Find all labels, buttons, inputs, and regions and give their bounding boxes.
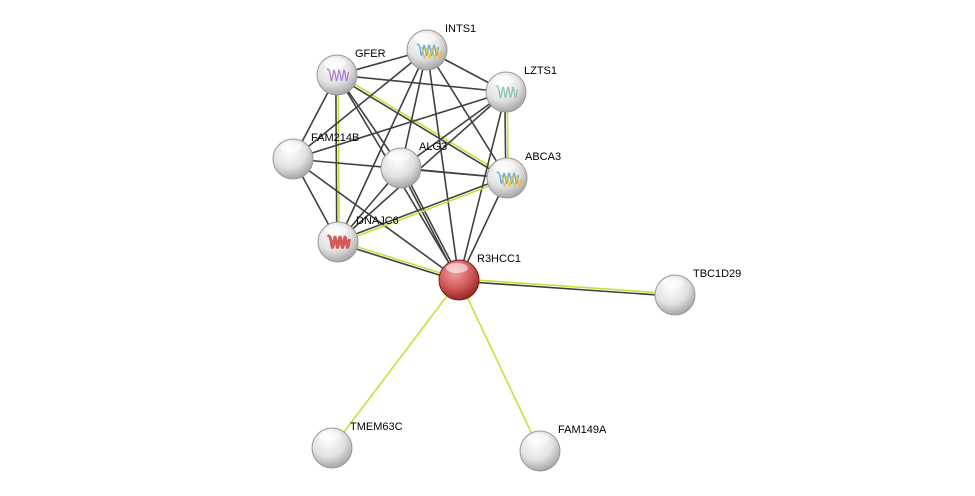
node-highlight bbox=[388, 151, 410, 161]
node-label: R3HCC1 bbox=[477, 253, 521, 265]
node-fam149a[interactable]: FAM149A bbox=[519, 424, 607, 472]
edge-ints1-fam214b[interactable] bbox=[292, 49, 428, 160]
edge-dnajc6-r3hcc1[interactable] bbox=[338, 240, 460, 280]
node-r3hcc1[interactable]: R3HCC1 bbox=[438, 253, 521, 301]
protein-structure-icon bbox=[416, 43, 440, 57]
node-label: FAM149A bbox=[558, 424, 607, 436]
edge-ints1-abca3[interactable] bbox=[426, 49, 508, 179]
node-gfer[interactable]: GFER bbox=[316, 48, 386, 96]
node-dnajc6[interactable]: DNAJC6 bbox=[317, 215, 399, 263]
node-highlight bbox=[493, 75, 515, 85]
node-abca3[interactable]: ABCA3 bbox=[486, 151, 561, 199]
edge-ints1-r3hcc1[interactable] bbox=[426, 49, 460, 281]
node-label: ABCA3 bbox=[525, 151, 561, 163]
edge-lzts1-dnajc6[interactable] bbox=[337, 91, 507, 243]
edge-ints1-dnajc6[interactable] bbox=[337, 49, 428, 243]
edge-lzts1-alg3[interactable] bbox=[400, 91, 507, 169]
protein-structure-icon bbox=[495, 85, 519, 99]
edge-fam214b-r3hcc1[interactable] bbox=[292, 158, 460, 281]
protein-structure-icon bbox=[499, 174, 523, 188]
node-ints1[interactable]: INTS1 bbox=[406, 23, 476, 71]
node-tmem63c[interactable]: TMEM63C bbox=[311, 421, 403, 469]
protein-structure-icon bbox=[326, 68, 350, 82]
edge-r3hcc1-tmem63c[interactable] bbox=[331, 279, 460, 449]
node-highlight bbox=[414, 33, 436, 43]
edge-r3hcc1-tbc1d29[interactable] bbox=[458, 280, 675, 297]
node-fam214b[interactable]: FAM214B bbox=[272, 132, 359, 180]
node-highlight bbox=[527, 434, 549, 444]
node-alg3[interactable]: ALG3 bbox=[380, 141, 447, 189]
node-label: LZTS1 bbox=[524, 65, 557, 77]
edge-alg3-r3hcc1[interactable] bbox=[401, 167, 461, 280]
edge-r3hcc1-fam149a[interactable] bbox=[458, 279, 541, 452]
edge-gfer-abca3[interactable] bbox=[335, 75, 507, 180]
node-label: GFER bbox=[355, 48, 386, 60]
edge-alg3-r3hcc1[interactable] bbox=[399, 168, 459, 281]
edge-dnajc6-r3hcc1[interactable] bbox=[337, 242, 459, 282]
node-label: TMEM63C bbox=[350, 421, 403, 433]
node-highlight bbox=[324, 58, 346, 68]
node-highlight bbox=[662, 278, 684, 288]
node-tbc1d29[interactable]: TBC1D29 bbox=[654, 268, 741, 316]
node-highlight bbox=[446, 263, 468, 273]
protein-structure-icon bbox=[326, 234, 351, 249]
node-label: TBC1D29 bbox=[693, 268, 741, 280]
node-lzts1[interactable]: LZTS1 bbox=[485, 65, 557, 113]
node-highlight bbox=[319, 431, 341, 441]
edge-abca3-dnajc6[interactable] bbox=[337, 176, 507, 242]
node-label: ALG3 bbox=[419, 141, 447, 153]
node-label: FAM214B bbox=[311, 132, 359, 144]
edge-abca3-dnajc6[interactable] bbox=[338, 178, 508, 244]
node-label: INTS1 bbox=[445, 23, 476, 35]
node-highlight bbox=[494, 161, 516, 171]
protein-structure-icon bbox=[496, 171, 520, 185]
edge-gfer-dnajc6[interactable] bbox=[335, 75, 338, 243]
node-label: DNAJC6 bbox=[356, 215, 399, 227]
node-highlight bbox=[280, 142, 302, 152]
edge-lzts1-fam214b[interactable] bbox=[292, 91, 507, 160]
node-highlight bbox=[325, 225, 347, 235]
edge-r3hcc1-tbc1d29[interactable] bbox=[459, 278, 676, 295]
edge-gfer-abca3[interactable] bbox=[337, 73, 509, 178]
protein-structure-icon bbox=[419, 46, 443, 60]
edge-gfer-lzts1[interactable] bbox=[336, 74, 507, 93]
edge-gfer-dnajc6[interactable] bbox=[337, 74, 340, 242]
